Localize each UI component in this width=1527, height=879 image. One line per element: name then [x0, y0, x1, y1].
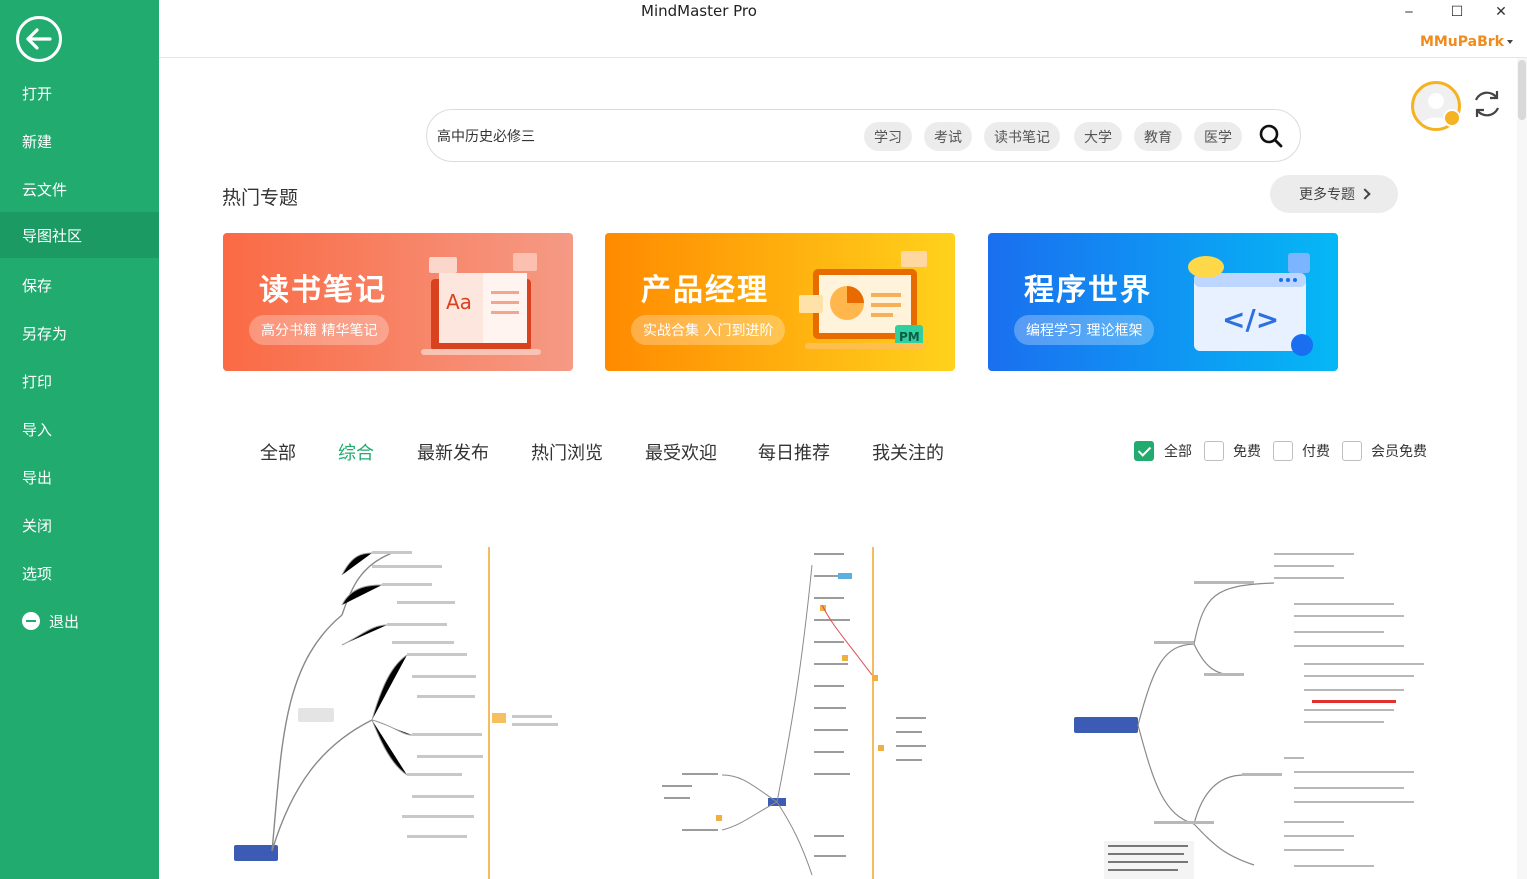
sidebar-item-label: 新建	[22, 132, 53, 151]
mindmap-card[interactable]	[1054, 545, 1439, 879]
more-topics-label: 更多专题	[1299, 187, 1355, 203]
sidebar-item-label: 选项	[22, 564, 53, 583]
search-tag[interactable]: 学习	[864, 122, 912, 151]
sidebar-item-label: 打开	[22, 84, 53, 103]
sidebar-item-print[interactable]: 打印	[0, 358, 159, 404]
filter-free-checkbox[interactable]	[1204, 441, 1224, 461]
sidebar-item-label: 保存	[22, 276, 53, 295]
vip-badge-icon	[1443, 109, 1461, 127]
banner-product-manager[interactable]: 产品经理 实战合集 入门到进阶 PM	[605, 233, 955, 371]
sidebar-item-exit[interactable]: 退出	[0, 598, 159, 644]
tab-all[interactable]: 全部	[260, 443, 296, 464]
banner-subtitle: 编程学习 理论框架	[1014, 315, 1155, 345]
sidebar-item-export[interactable]: 导出	[0, 454, 159, 500]
filter-all-label: 全部	[1164, 444, 1192, 460]
sidebar-item-import[interactable]: 导入	[0, 406, 159, 452]
minus-circle-icon	[22, 612, 40, 630]
banner-subtitle: 实战合集 入门到进阶	[631, 315, 786, 345]
search-input[interactable]	[437, 123, 837, 149]
close-button[interactable]: ✕	[1483, 0, 1519, 24]
tab-general[interactable]: 综合	[338, 443, 374, 464]
minimize-icon: ‒	[1404, 4, 1414, 20]
user-menu[interactable]: MMuPaBrk	[1420, 34, 1513, 50]
filter-free-label: 免费	[1233, 444, 1261, 460]
user-name: MMuPaBrk	[1419, 34, 1504, 50]
sidebar-item-options[interactable]: 选项	[0, 550, 159, 596]
sidebar-item-label: 导入	[22, 420, 53, 439]
book-icon: Aa	[421, 253, 541, 355]
back-arrow-icon[interactable]	[16, 16, 62, 62]
presentation-icon: PM	[799, 251, 927, 349]
sidebar-item-new[interactable]: 新建	[0, 118, 159, 164]
avatar[interactable]	[1411, 81, 1461, 131]
mindmap-thumbnail	[234, 547, 558, 879]
filter-member-free-checkbox[interactable]	[1342, 441, 1362, 461]
search-tag[interactable]: 读书笔记	[984, 122, 1060, 151]
banner-badge: Aa	[446, 290, 472, 314]
sidebar-item-label: 导出	[22, 468, 53, 487]
search-bar: 学习 考试 读书笔记 大学 教育 医学	[426, 109, 1301, 162]
sidebar-item-label: 另存为	[22, 324, 68, 343]
sidebar-item-label: 关闭	[22, 516, 53, 535]
mindmap-card[interactable]	[222, 545, 607, 879]
sidebar-item-cloud-files[interactable]: 云文件	[0, 166, 159, 212]
sidebar-item-label: 导图社区	[22, 226, 83, 245]
more-topics-button[interactable]: 更多专题	[1270, 175, 1398, 213]
scrollbar[interactable]	[1517, 58, 1527, 879]
search-tag[interactable]: 大学	[1074, 122, 1122, 151]
sidebar-item-community[interactable]: 导图社区	[0, 212, 159, 258]
banner-reading-notes[interactable]: 读书笔记 高分书籍 精华笔记 Aa	[223, 233, 573, 371]
sidebar-item-close[interactable]: 关闭	[0, 502, 159, 548]
sidebar: 打开 新建 云文件 导图社区 保存 另存为 打印 导入 导出 关闭 选项 退出	[0, 0, 159, 879]
minimize-button[interactable]: ‒	[1391, 0, 1427, 24]
search-tag[interactable]: 医学	[1194, 122, 1242, 151]
banner-badge: PM	[899, 330, 920, 344]
sidebar-item-open[interactable]: 打开	[0, 70, 159, 116]
caret-down-icon	[1507, 40, 1513, 44]
mindmap-card[interactable]	[642, 545, 1027, 879]
maximize-icon: ☐	[1450, 4, 1464, 20]
search-icon[interactable]	[1258, 123, 1284, 149]
filter-member-free-label: 会员免费	[1371, 444, 1427, 460]
filter-all-checkbox[interactable]	[1134, 441, 1154, 461]
mindmap-thumbnail	[662, 547, 926, 879]
maximize-button[interactable]: ☐	[1439, 0, 1475, 24]
hot-topics-title: 热门专题	[222, 187, 299, 209]
tab-following[interactable]: 我关注的	[872, 443, 944, 464]
title-bar: MindMaster Pro ‒ ☐ ✕ MMuPaBrk	[159, 0, 1527, 58]
sidebar-item-label: 云文件	[22, 180, 68, 199]
banner-subtitle: 高分书籍 精华笔记	[249, 315, 390, 345]
tab-hot[interactable]: 热门浏览	[531, 443, 603, 464]
sidebar-item-save[interactable]: 保存	[0, 262, 159, 308]
search-tag[interactable]: 考试	[924, 122, 972, 151]
tab-popular[interactable]: 最受欢迎	[645, 443, 717, 464]
code-window-icon: </>	[1188, 253, 1313, 356]
search-tag[interactable]: 教育	[1134, 122, 1182, 151]
filter-paid-label: 付费	[1302, 444, 1330, 460]
sidebar-item-save-as[interactable]: 另存为	[0, 310, 159, 356]
sidebar-item-label: 退出	[49, 612, 80, 631]
banner-badge: </>	[1222, 303, 1279, 336]
scroll-thumb[interactable]	[1518, 60, 1526, 120]
chevron-right-icon	[1359, 188, 1371, 200]
banner-programming[interactable]: 程序世界 编程学习 理论框架 </>	[988, 233, 1338, 371]
tab-latest[interactable]: 最新发布	[417, 443, 489, 464]
banner-title: 读书笔记	[259, 273, 387, 308]
mindmap-thumbnail	[1074, 553, 1424, 879]
refresh-icon[interactable]	[1470, 87, 1504, 121]
banner-title: 产品经理	[641, 273, 769, 308]
sidebar-item-label: 打印	[22, 372, 53, 391]
tab-daily[interactable]: 每日推荐	[758, 443, 830, 464]
close-icon: ✕	[1495, 4, 1507, 20]
banner-title: 程序世界	[1024, 273, 1152, 308]
filter-paid-checkbox[interactable]	[1273, 441, 1293, 461]
app-title: MindMaster Pro	[641, 2, 757, 20]
